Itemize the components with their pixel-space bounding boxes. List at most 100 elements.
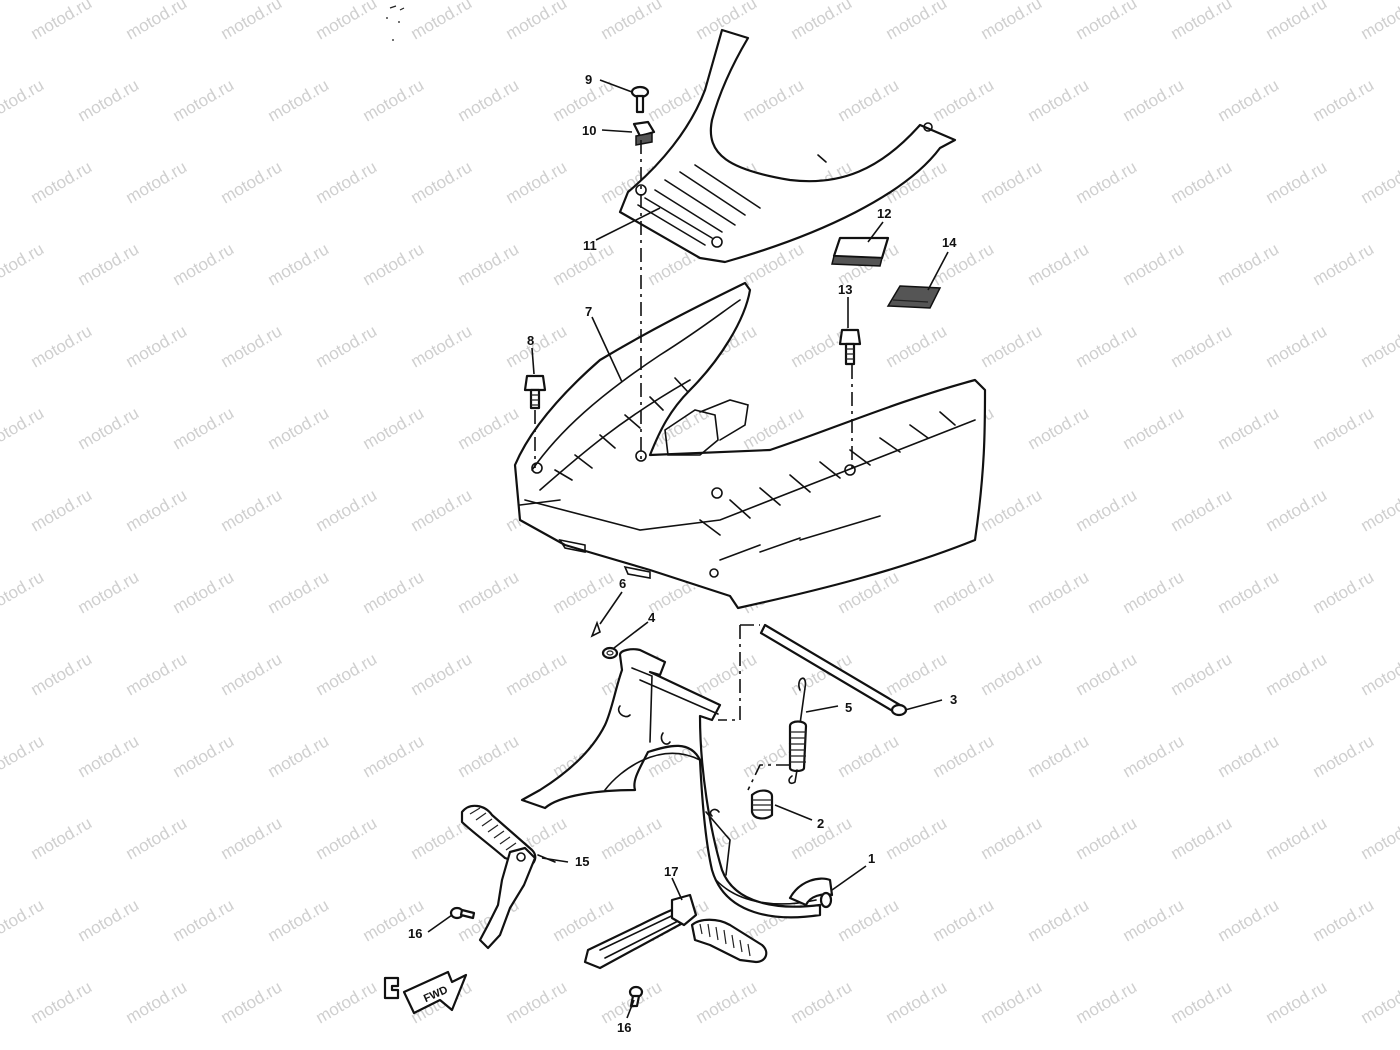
watermark-text: motod.ru [28, 157, 96, 207]
watermark-text: motod.ru [1073, 977, 1141, 1027]
watermark-text: motod.ru [883, 321, 951, 371]
watermark-text: motod.ru [123, 649, 191, 699]
callout-labels: 1 2 3 4 5 6 7 8 9 10 11 12 13 14 15 16 1… [408, 72, 957, 1035]
watermark-text: motod.ru [1025, 403, 1093, 453]
watermark-text: motod.ru [218, 0, 286, 43]
watermark-text: motod.ru [1310, 403, 1378, 453]
watermark-text: motod.ru [1120, 403, 1188, 453]
watermark-text: motod.ru [0, 75, 47, 125]
watermark-text: motod.ru [978, 0, 1046, 43]
callout-13: 13 [838, 282, 852, 297]
callout-16-right: 16 [617, 1020, 631, 1035]
forward-direction-badge: FWD [383, 970, 468, 1015]
watermark-text: motod.ru [313, 649, 381, 699]
watermark-text: motod.ru [978, 649, 1046, 699]
watermark-text: motod.ru [1215, 567, 1283, 617]
watermark-text: motod.ru [75, 75, 143, 125]
watermark-text: motod.ru [170, 731, 238, 781]
watermark-text: motod.ru [455, 75, 523, 125]
part-12-damper-pad [831, 236, 890, 267]
watermark-text: motod.ru [883, 977, 951, 1027]
callout-3: 3 [950, 692, 957, 707]
part-6-cotter-pin [590, 620, 601, 638]
watermark-text: motod.ru [930, 567, 998, 617]
callout-5: 5 [845, 700, 852, 715]
part-15-left-footrest [460, 804, 556, 950]
watermark-text: motod.ru [408, 0, 476, 43]
watermark-text: motod.ru [1310, 567, 1378, 617]
callout-11: 11 [583, 238, 597, 253]
watermark-text: motod.ru [1120, 567, 1188, 617]
watermark-text: motod.ru [788, 977, 856, 1027]
assembly-centerlines [534, 140, 853, 791]
watermark-text: motod.ru [883, 813, 951, 863]
watermark-text: motod.ru [1263, 0, 1331, 43]
watermark-text: motod.ru [1168, 0, 1236, 43]
watermark-text: motod.ru [835, 731, 903, 781]
watermark-text: motod.ru [1358, 321, 1400, 371]
watermark-text: motod.ru [1310, 731, 1378, 781]
callout-9: 9 [585, 72, 592, 87]
watermark-text: motod.ru [930, 75, 998, 125]
watermark-text: motod.ru [1358, 157, 1400, 207]
watermark-text: motod.ru [28, 0, 96, 43]
watermark-text: motod.ru [1263, 485, 1331, 535]
watermark-text: motod.ru [360, 731, 428, 781]
watermark-text: motod.ru [455, 403, 523, 453]
part-3-pivot-shaft [759, 623, 908, 717]
watermark-text: motod.ru [978, 977, 1046, 1027]
watermark-text: motod.ru [265, 731, 333, 781]
watermark-text: motod.ru [170, 403, 238, 453]
watermark-text: motod.ru [598, 0, 666, 43]
part-11-leg-shield-panel [618, 28, 957, 264]
scan-marks [386, 5, 405, 41]
watermark-text: motod.ru [1168, 813, 1236, 863]
watermark-text: motod.ru [1168, 157, 1236, 207]
watermark-text: motod.ru [1120, 75, 1188, 125]
watermark-text: motod.ru [1310, 75, 1378, 125]
watermark-text: motod.ru [218, 321, 286, 371]
watermark-text: motod.ru [123, 485, 191, 535]
watermark-text: motod.ru [503, 321, 571, 371]
part-10-nut-clip [632, 120, 656, 146]
watermark-text: motod.ru [1358, 977, 1400, 1027]
watermark-text: motod.ru [218, 649, 286, 699]
watermark-text: motod.ru [1168, 485, 1236, 535]
watermark-text: motod.ru [313, 485, 381, 535]
part-13-bolt [838, 328, 862, 366]
watermark-text: motod.ru [0, 895, 47, 945]
watermark-text: motod.ru [1263, 649, 1331, 699]
watermark-text: motod.ru [28, 649, 96, 699]
watermark-text: motod.ru [170, 567, 238, 617]
part-8-bolt [523, 374, 547, 410]
watermark-text: motod.ru [1215, 403, 1283, 453]
watermark-text: motod.ru [835, 75, 903, 125]
watermark-text: motod.ru [75, 731, 143, 781]
watermark-text: motod.ru [0, 567, 47, 617]
watermark-text: motod.ru [170, 239, 238, 289]
watermark-text: motod.ru [1215, 731, 1283, 781]
watermark-text: motod.ru [693, 649, 761, 699]
main-stand [520, 648, 822, 919]
watermark-text: motod.ru [503, 0, 571, 43]
watermark-text: motod.ru [1358, 0, 1400, 43]
part-1-stand-lever [788, 877, 834, 909]
callout-16-left: 16 [408, 926, 422, 941]
watermark-text: motod.ru [978, 157, 1046, 207]
watermark-text: motod.ru [75, 403, 143, 453]
watermark-text: motod.ru [550, 895, 618, 945]
watermark-text: motod.ru [1310, 239, 1378, 289]
watermark-text: motod.ru [930, 731, 998, 781]
watermark-text: motod.ru [0, 731, 47, 781]
watermark-text: motod.ru [408, 485, 476, 535]
watermark-text: motod.ru [1073, 0, 1141, 43]
watermark-text: motod.ru [1358, 649, 1400, 699]
leader-lines [427, 79, 949, 1019]
callout-8: 8 [527, 333, 534, 348]
callout-14: 14 [942, 235, 957, 250]
watermark-text: motod.ru [123, 0, 191, 43]
watermark-text: motod.ru [313, 0, 381, 43]
watermark-text: motod.ru [218, 485, 286, 535]
watermark-text: motod.ru [75, 239, 143, 289]
callout-1: 1 [868, 851, 875, 866]
